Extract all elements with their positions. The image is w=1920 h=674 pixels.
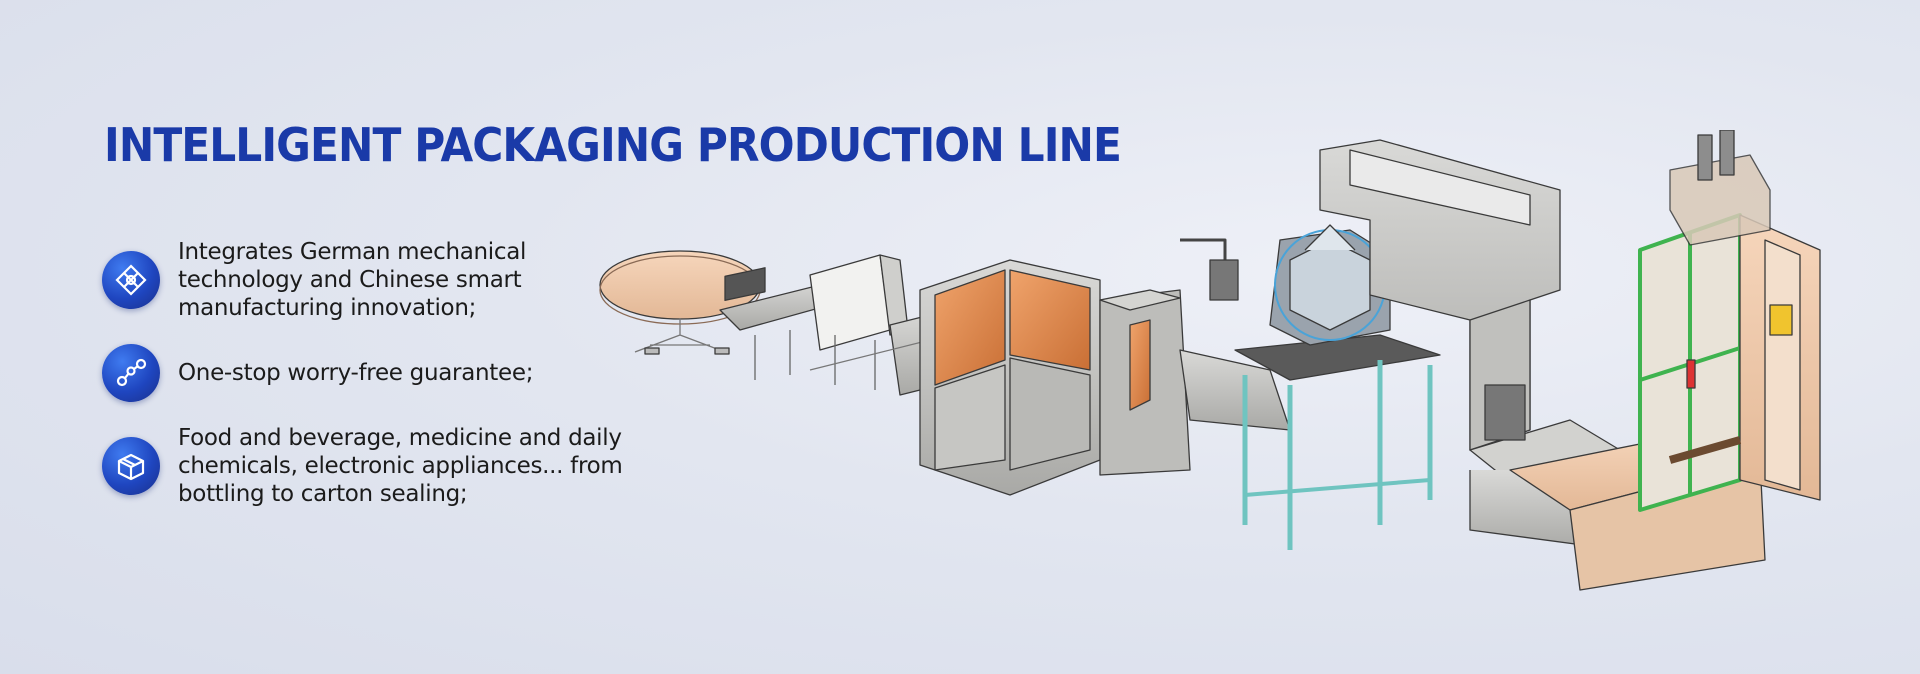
feature-text: Integrates German mechanical technology … — [178, 239, 527, 321]
feature-item-industries: Food and beverage, medicine and daily ch… — [102, 424, 642, 508]
feature-text: Food and beverage, medicine and daily ch… — [178, 425, 623, 507]
feature-item-integration: Integrates German mechanical technology … — [102, 238, 642, 322]
feature-text: One-stop worry-free guarantee; — [178, 360, 534, 386]
route-nodes-icon — [102, 344, 160, 402]
page-title: INTELLIGENT PACKAGING PRODUCTION LINE — [104, 118, 1122, 172]
feature-item-guarantee: One-stop worry-free guarantee; — [102, 344, 642, 402]
production-line-illustration — [599, 130, 1821, 591]
box-icon — [102, 437, 160, 495]
feature-list: Integrates German mechanical technology … — [102, 238, 642, 530]
integration-icon — [102, 251, 160, 309]
